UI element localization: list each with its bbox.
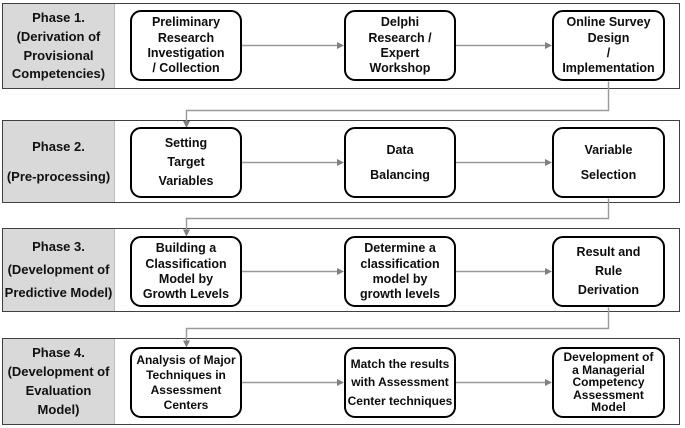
- phase-label-line: Phase 2.: [32, 138, 85, 154]
- box-text-line: Selection: [580, 167, 637, 182]
- phase-label-line: (Pre-processing): [6, 168, 111, 184]
- phase-3-label-cell: Phase 3. (Development of Predictive Mode…: [3, 229, 115, 311]
- box-text-line: with Assessment: [351, 375, 449, 390]
- box-text-line: Classification: [145, 256, 227, 271]
- box-text-line: Target: [167, 155, 205, 170]
- box-determine-classification-model-by-growth-levels: Determine a classification model by grow…: [344, 236, 456, 307]
- phase-label-line: Phase 4.: [32, 345, 85, 361]
- box-result-and-rule-derivation: Result and Rule Derivation: [552, 236, 665, 307]
- box-text-line: model by: [372, 271, 428, 286]
- box-text-line: Rule: [594, 264, 623, 279]
- box-text-line: Analysis of Major: [136, 352, 236, 367]
- phase-label-line: Evaluation: [25, 383, 92, 399]
- box-text-line: Research /: [368, 30, 432, 45]
- phase-label-line: (Development of: [7, 262, 110, 278]
- connector-row3-to-row4: [185, 307, 610, 341]
- box-delphi-research-expert-workshop: Delphi Research / Expert Workshop: [344, 10, 456, 81]
- phase-label-line: Phase 3.: [32, 239, 85, 255]
- box-text-line: Competency: [572, 375, 645, 390]
- box-text-line: Derivation: [577, 283, 640, 298]
- phase-1-label-cell: Phase 1. (Derivation of Provisional Comp…: [3, 4, 115, 88]
- box-data-balancing: Data Balancing: [344, 127, 456, 198]
- box-text-line: Delphi: [380, 15, 420, 30]
- box-text-line: Centers: [163, 397, 209, 412]
- box-analysis-of-major-techniques-in-assessment-centers: Analysis of Major Techniques in Assessme…: [130, 347, 242, 418]
- box-text-line: Investigation: [147, 45, 225, 60]
- box-building-classification-model-by-growth-levels: Building a Classification Model by Growt…: [130, 236, 242, 307]
- box-variable-selection: Variable Selection: [552, 127, 665, 198]
- box-text-line: a Managerial: [572, 362, 645, 377]
- box-text-line: Techniques in: [146, 367, 226, 382]
- box-text-line: Growth Levels: [142, 286, 230, 301]
- box-text-line: Model by: [158, 271, 214, 286]
- box-text-line: Design: [587, 30, 630, 45]
- phase-label-line: Predictive Model): [4, 285, 113, 301]
- box-text-line: Center techniques: [347, 394, 453, 409]
- phase-label-line: (Development of: [7, 364, 110, 380]
- box-setting-target-variables: Setting Target Variables: [130, 127, 242, 198]
- box-text-line: Setting: [164, 136, 208, 151]
- box-text-line: Variables: [158, 174, 214, 189]
- box-text-line: Online Survey: [566, 15, 651, 30]
- box-text-line: Research: [157, 30, 215, 45]
- box-text-line: Match the results: [350, 356, 450, 371]
- box-text-line: /: [606, 45, 611, 60]
- box-text-line: classification: [360, 256, 440, 271]
- phase-label-line: Model): [37, 402, 80, 418]
- box-text-line: Workshop: [369, 60, 431, 75]
- phase-2-label-cell: Phase 2. (Pre-processing): [3, 121, 115, 202]
- phase-label-line: Provisional: [23, 47, 94, 63]
- phase-label-line: (Derivation of: [16, 28, 101, 44]
- box-text-line: Expert: [380, 45, 420, 60]
- box-text-line: Development of: [563, 350, 654, 365]
- phase-label-line: Phase 1.: [32, 10, 85, 26]
- connector-row2-to-row3: [185, 198, 610, 230]
- box-text-line: Variable: [584, 142, 633, 157]
- box-text-line: Preliminary: [151, 15, 221, 30]
- box-preliminary-research-investigation-collection: Preliminary Research Investigation / Col…: [130, 10, 242, 81]
- box-text-line: / Collection: [152, 60, 220, 75]
- box-text-line: Determine a: [364, 241, 436, 256]
- box-text-line: Result and: [576, 245, 641, 260]
- box-text-line: Balancing: [370, 167, 430, 182]
- box-text-line: Building a: [155, 241, 217, 256]
- phase-label-line: Competencies): [11, 66, 106, 82]
- box-text-line: Assessment: [573, 387, 644, 402]
- box-online-survey-design-implementation: Online Survey Design / Implementation: [552, 10, 665, 81]
- box-development-of-managerial-competency-assessment-model: Development of a Managerial Competency A…: [552, 347, 665, 418]
- box-text-line: Data: [386, 142, 414, 157]
- box-match-results-with-assessment-center-techniques: Match the results with Assessment Center…: [344, 347, 456, 418]
- box-text-line: Implementation: [562, 60, 655, 75]
- box-text-line: Assessment: [150, 382, 222, 397]
- box-text-line: Model: [591, 400, 626, 415]
- phase-4-label-cell: Phase 4. (Development of Evaluation Mode…: [3, 339, 115, 424]
- box-text-line: growth levels: [360, 286, 440, 301]
